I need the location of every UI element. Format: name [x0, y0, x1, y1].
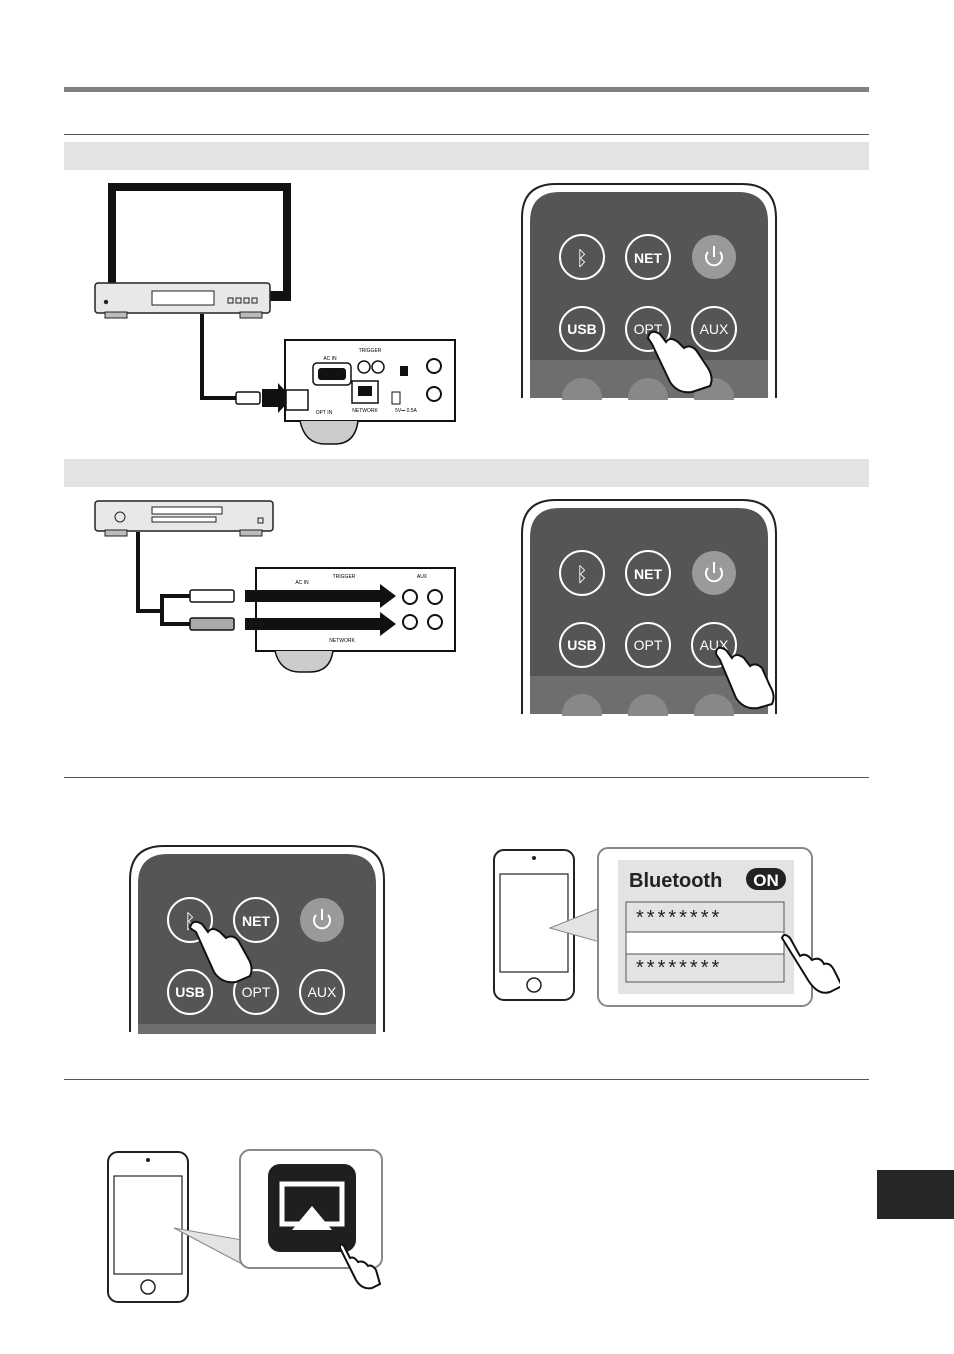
bluetooth-icon: ᛒ — [576, 564, 588, 586]
svg-text:USB: USB — [567, 321, 597, 337]
airplay-icon — [268, 1164, 356, 1252]
svg-text:********: ******** — [636, 957, 722, 979]
svg-text:NETWORK: NETWORK — [352, 408, 378, 414]
finger-pointer-icon — [188, 920, 253, 984]
remote-illustration-opt: ᛒ NET USB OPT AUX — [521, 183, 777, 400]
section-band-opt — [64, 142, 869, 170]
svg-text:USB: USB — [175, 984, 205, 1000]
power-icon — [705, 562, 723, 583]
svg-text:AUX: AUX — [417, 574, 428, 580]
finger-pointer-icon — [780, 934, 840, 994]
finger-pointer-icon — [338, 1243, 382, 1290]
bluetooth-icon: ᛒ — [576, 248, 588, 270]
tv-optical-connection-illustration: AC IN TRIGGER NETWORK OPT IN 5V⎓ 0.5A — [94, 183, 456, 445]
tv-illustration — [108, 183, 291, 301]
rear-panel-illustration: AC IN TRIGGER NETWORK OPT IN 5V⎓ 0.5A — [284, 339, 456, 445]
svg-text:OPT IN: OPT IN — [316, 410, 333, 416]
smartphone-illustration — [107, 1151, 189, 1303]
power-icon — [313, 909, 331, 930]
section-band-aux — [64, 459, 869, 487]
phone-airplay-illustration — [107, 1149, 383, 1303]
svg-text:NET: NET — [634, 566, 662, 582]
svg-text:AC IN: AC IN — [295, 580, 309, 586]
cd-player-illustration — [94, 500, 274, 537]
remote-illustration-aux: ᛒ NET USB OPT AUX — [521, 499, 777, 716]
svg-text:AC IN: AC IN — [323, 356, 337, 362]
svg-text:USB: USB — [567, 637, 597, 653]
remote-illustration-bluetooth: ᛒ NET USB OPT AUX — [129, 845, 385, 1034]
section-rule-3 — [64, 1079, 869, 1080]
set-top-box-illustration — [94, 282, 271, 319]
svg-text:OPT: OPT — [242, 984, 271, 1000]
svg-text:AUX: AUX — [308, 984, 337, 1000]
section-rule-1 — [64, 134, 869, 135]
svg-text:TRIGGER: TRIGGER — [359, 348, 382, 354]
svg-text:TRIGGER: TRIGGER — [333, 574, 356, 580]
svg-text:NETWORK: NETWORK — [329, 638, 355, 644]
finger-pointer-icon — [646, 330, 713, 394]
svg-text:Bluetooth: Bluetooth — [629, 870, 722, 892]
finger-pointer-icon — [714, 646, 775, 710]
svg-text:NET: NET — [634, 250, 662, 266]
power-icon — [705, 246, 723, 267]
svg-text:NET: NET — [242, 913, 270, 929]
chapter-tab — [877, 1170, 954, 1219]
header-rule — [64, 87, 869, 92]
smartphone-illustration — [493, 849, 575, 1001]
cd-aux-connection-illustration: AC IN TRIGGER AUX NETWORK — [94, 500, 456, 673]
svg-text:AUX: AUX — [700, 321, 729, 337]
svg-text:OPT: OPT — [634, 637, 663, 653]
svg-text:********: ******** — [636, 907, 722, 929]
svg-text:5V⎓ 0.5A: 5V⎓ 0.5A — [395, 408, 417, 414]
phone-bluetooth-illustration: Bluetooth ON ******** ******** — [493, 847, 840, 1007]
svg-text:ON: ON — [753, 871, 779, 890]
section-rule-2 — [64, 777, 869, 778]
